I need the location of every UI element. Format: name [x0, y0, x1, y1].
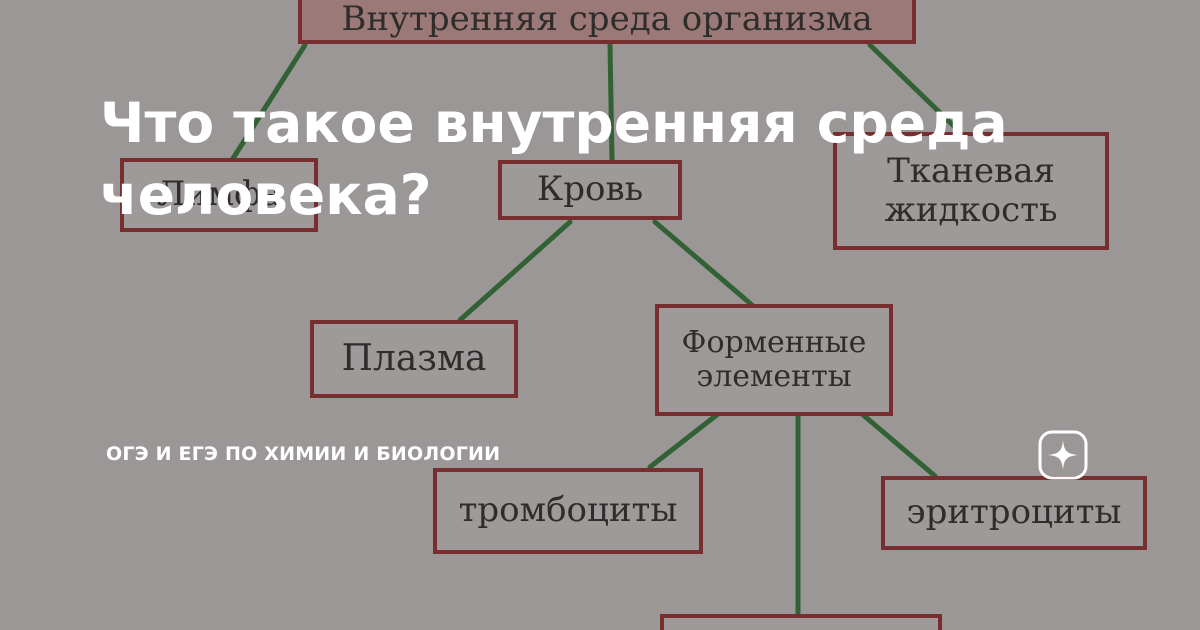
- connector-formed-platelets: [647, 411, 721, 470]
- diagram-plasma-box: Плазма: [310, 320, 518, 398]
- connector-blood-formed: [652, 219, 755, 308]
- diagram-tissue-fluid-box: Тканевая жидкость: [833, 132, 1109, 250]
- diagram-root-box: Внутренняя среда организма: [298, 0, 916, 44]
- connector-formed-erythrocytes: [859, 411, 938, 479]
- diagram-platelets-box: тромбоциты: [433, 468, 703, 554]
- diagram-formed-elements-box: Форменные элементы: [655, 304, 893, 416]
- diagram-lymph-box: Лимфа: [120, 158, 318, 232]
- diagram-blood-box: Кровь: [498, 160, 682, 220]
- diagram-erythrocytes-box: эритроциты: [881, 476, 1147, 550]
- connector-root-tissue: [867, 42, 963, 135]
- diagram-bottom-box: [660, 614, 942, 630]
- zen-star-icon: [1038, 430, 1088, 480]
- connector-root-blood: [607, 42, 615, 163]
- channel-name[interactable]: ОГЭ И ЕГЭ ПО ХИМИИ И БИОЛОГИИ: [106, 443, 501, 465]
- article-title[interactable]: Что такое внутренняя среда человека?: [100, 91, 1008, 227]
- connector-blood-plasma: [457, 219, 573, 323]
- connector-root-lymph: [229, 42, 308, 163]
